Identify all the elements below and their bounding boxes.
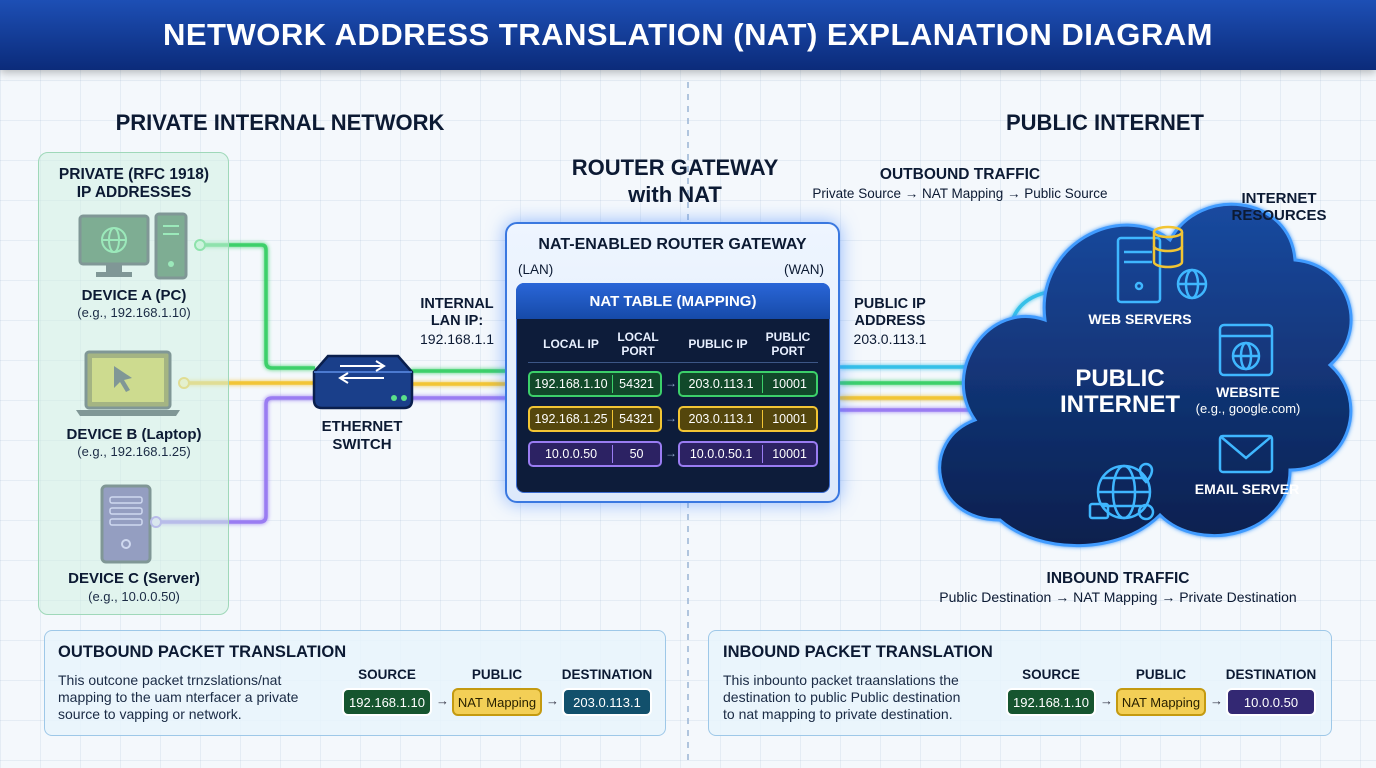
inbound-traffic-flow: Public Destination → NAT Mapping → Priva… (939, 589, 1297, 605)
website-example: (e.g., google.com) (1195, 401, 1301, 416)
device-c-link (156, 396, 315, 524)
outbound-source-value: 192.168.1.10 (342, 688, 432, 716)
web-servers-label: WEB SERVERS (1088, 311, 1192, 327)
wan-label: (WAN) (784, 262, 824, 277)
device-c-ip: (e.g., 10.0.0.50) (88, 589, 180, 604)
router-heading: ROUTER GATEWAY with NAT (571, 155, 779, 207)
inbound-panel (708, 630, 1332, 736)
outbound-traffic-title: OUTBOUND TRAFFIC (879, 166, 1041, 183)
outbound-panel-text: This outcone packet trnzslations/nat map… (58, 672, 299, 722)
inbound-source-header: SOURCE (1022, 667, 1080, 682)
web-server-icon (1116, 225, 1208, 304)
internet-resources-label: INTERNET RESOURCES (1231, 190, 1327, 224)
device-a-link (200, 243, 315, 370)
outbound-traffic-flow: Private Source → NAT Mapping → Public So… (812, 186, 1108, 201)
col-public-ip: PUBLIC IP (688, 337, 748, 351)
inbound-panel-text: This inbounto packet traanslations the d… (723, 672, 961, 722)
ethernet-switch-icon (312, 354, 414, 410)
device-a-label: DEVICE A (PC) (81, 287, 187, 304)
lan-label: (LAN) (518, 262, 554, 277)
inbound-public-header: PUBLIC (1135, 667, 1187, 682)
inbound-traffic-title: INBOUND TRAFFIC (1046, 570, 1190, 587)
public-ip-label: PUBLIC IP ADDRESS (854, 296, 926, 329)
public-ip-value: 203.0.113.1 (853, 331, 927, 347)
outbound-panel-title: OUTBOUND PACKET TRANSLATION (58, 643, 347, 661)
inbound-source-value: 192.168.1.10 (1006, 688, 1096, 716)
device-a-ip: (e.g., 192.168.1.10) (77, 305, 191, 320)
public-internet-heading: PUBLIC INTERNET (1006, 110, 1204, 135)
switch-label: ETHERNET SWITCH (321, 418, 403, 453)
outbound-panel (44, 630, 666, 736)
nat-table-title: NAT TABLE (MAPPING) (516, 283, 830, 319)
device-b-label: DEVICE B (Laptop) (66, 426, 202, 443)
private-addresses-panel (38, 152, 229, 615)
website-label: WEBSITE (1216, 384, 1280, 400)
inbound-destination-header: DESTINATION (1225, 667, 1317, 682)
internet-cloud (938, 202, 1353, 548)
outbound-destination-header: DESTINATION (561, 667, 653, 682)
outbound-public-header: PUBLIC (471, 667, 523, 682)
inbound-panel-title: INBOUND PACKET TRANSLATION (723, 643, 993, 661)
internal-lan-label: INTERNAL LAN IP: (420, 296, 494, 329)
private-network-heading: PRIVATE INTERNAL NETWORK (115, 110, 445, 135)
router-box-title: NAT-ENABLED ROUTER GATEWAY (538, 236, 807, 253)
private-panel-title: PRIVATE (RFC 1918) IP ADDRESSES (58, 166, 210, 201)
outbound-source-header: SOURCE (358, 667, 416, 682)
globe-icon (1088, 462, 1155, 521)
page-title: NETWORK ADDRESS TRANSLATION (NAT) EXPLAN… (0, 0, 1376, 70)
device-c-label: DEVICE C (Server) (68, 570, 200, 587)
email-server-label: EMAIL SERVER (1194, 481, 1300, 497)
inbound-destination-value: 10.0.0.50 (1226, 688, 1316, 716)
col-local-ip: LOCAL IP (543, 337, 599, 351)
website-icon (1218, 323, 1274, 377)
device-b-ip: (e.g., 192.168.1.25) (77, 444, 191, 459)
inbound-public-value: NAT Mapping (1116, 688, 1206, 716)
internal-lan-ip: 192.168.1.1 (420, 331, 494, 347)
outbound-destination-value: 203.0.113.1 (562, 688, 652, 716)
col-local-port: LOCAL PORT (617, 330, 659, 358)
col-public-port: PUBLIC PORT (765, 330, 811, 358)
outbound-public-value: NAT Mapping (452, 688, 542, 716)
cloud-label: PUBLIC INTERNET (1060, 365, 1180, 418)
email-icon (1218, 434, 1274, 474)
